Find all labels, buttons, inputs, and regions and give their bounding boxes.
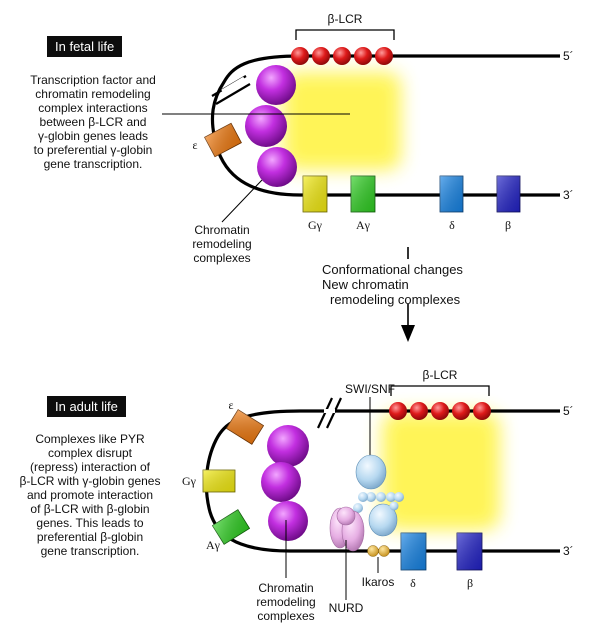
fetal-description-line: between β-LCR and [39,115,147,129]
lcr-site [333,47,351,65]
adult-g-gamma-gene [202,469,236,493]
adult-delta-label: δ [410,576,416,590]
fetal-dna-strand [210,54,560,197]
chromatin-complex [257,147,297,187]
lcr-site [375,47,393,65]
lcr-site [389,402,407,420]
adult-delta-gene [400,532,427,571]
transition-line: remodeling complexes [330,292,461,307]
adult-panel [202,385,560,600]
adult-epsilon-gene [225,409,265,445]
fetal-break-mark [215,83,251,105]
chromatin-complex [245,105,287,147]
ikaros-factor [367,545,390,573]
fetal-description-line: to preferential γ-globin [33,143,153,157]
fetal-chromatin-complexes [245,65,297,187]
fetal-beta-gene [496,175,521,213]
adult-chromatin-complexes [261,425,309,541]
fetal-lcr-label: β-LCR [327,12,363,26]
fetal-interaction-glow [283,72,401,170]
complexes-label-line: complexes [257,609,315,623]
lcr-site [410,402,428,420]
nurd-label: NURD [328,601,364,615]
adult-description-line: genes. This leads to [36,516,144,530]
lcr-site [354,47,372,65]
lcr-site [431,402,449,420]
fetal-lcr-bracket [295,29,395,40]
transition-line: Conformational changes [322,262,463,277]
adult-description-line: of β-LCR with β-globin [30,502,150,516]
fetal-3-prime-label: 3´ [563,188,574,202]
adult-lcr-label: β-LCR [422,368,458,382]
swi-snf-label: SWI/SNF [345,382,395,396]
adult-complexes-label: Chromatin remodeling complexes [241,581,331,623]
complexes-label-line: remodeling [192,237,252,251]
adult-description-line: complex disrupt [47,446,133,460]
adult-3-prime-label: 3´ [563,544,574,558]
fetal-delta-gene [439,175,464,213]
transition-text: Conformational changes New chromatin rem… [322,262,502,307]
complexes-label-line: Chromatin [194,223,250,237]
adult-g-gamma-label: Gγ [182,474,196,488]
adult-description-line: (repress) interaction of [29,460,151,474]
transition-line: New chromatin [322,277,409,292]
adult-5-prime-label: 5´ [563,404,574,418]
fetal-epsilon-label: ε [192,138,198,152]
adult-description-line: Complexes like PYR [35,432,145,446]
chromatin-complex [261,462,301,502]
fetal-description-line: complex interactions [38,101,148,115]
fetal-lcr-sites [291,47,393,65]
fetal-life-title: In fetal life [47,36,123,57]
fetal-description-line: Transcription factor and [30,73,156,87]
adult-beta-label: β [466,576,474,590]
fetal-a-gamma-gene [350,175,376,213]
chromatin-complex [268,501,308,541]
lcr-site [312,47,330,65]
chromatin-complex [256,65,296,105]
fetal-epsilon-gene [204,122,242,158]
fetal-complex-pointer [221,179,263,223]
complexes-label-line: complexes [193,251,251,265]
fetal-description-line: γ-globin genes leads [37,129,149,143]
fetal-description-line: chromatin remodeling [35,87,151,101]
transition-arrow [401,247,415,342]
fetal-panel [162,29,560,223]
fetal-5-prime-label: 5´ [563,49,574,63]
adult-lcr-bracket [390,385,490,396]
fetal-a-gamma-label: Aγ [356,218,370,232]
complexes-label-line: Chromatin [258,581,314,595]
ikaros-label: Ikaros [361,575,395,589]
adult-description-line: β-LCR with γ-globin genes [19,474,161,488]
lcr-site [452,402,470,420]
adult-description-line: preferential β-globin [36,530,144,544]
lcr-site [473,402,491,420]
adult-epsilon-label: ε [228,398,234,412]
adult-lcr-sites [389,402,491,420]
lcr-site [291,47,309,65]
fetal-beta-label: β [504,218,512,232]
fetal-delta-label: δ [449,218,455,232]
adult-description-line: and promote interaction [26,488,154,502]
adult-a-gamma-label: Aγ [206,538,220,552]
fetal-g-gamma-label: Gγ [308,218,322,232]
adult-description-line: gene transcription. [40,544,140,558]
adult-beta-gene [456,532,483,571]
fetal-g-gamma-gene [302,175,328,213]
fetal-description: Transcription factor and chromatin remod… [8,73,178,171]
adult-life-title: In adult life [47,396,126,417]
adult-a-gamma-gene [211,509,251,545]
chromatin-complex [267,425,309,467]
complexes-label-line: remodeling [256,595,316,609]
fetal-description-line: gene transcription. [43,157,143,171]
fetal-complexes-label: Chromatin remodeling complexes [177,223,267,265]
adult-interaction-glow [382,412,500,530]
adult-description: Complexes like PYR complex disrupt (repr… [4,432,176,558]
nurd-complex [329,506,365,600]
